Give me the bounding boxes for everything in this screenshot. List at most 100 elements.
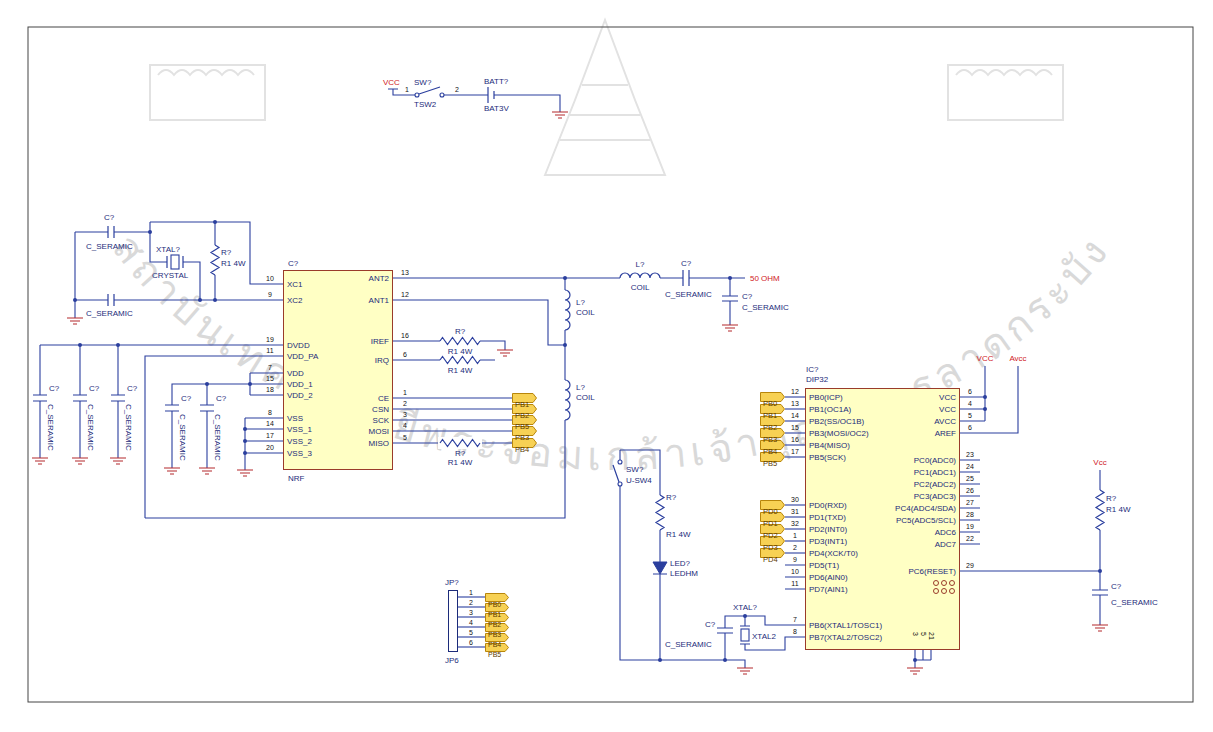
pin-number: 17 bbox=[266, 432, 274, 440]
pin-name: PD5(T1) bbox=[809, 561, 839, 570]
wire-connector bbox=[458, 616, 485, 617]
pin-number: 11 bbox=[791, 580, 798, 588]
switch-contact bbox=[618, 460, 622, 464]
part-label: LED? bbox=[670, 559, 690, 568]
part-label: R1 4W bbox=[1106, 505, 1130, 514]
power-label: Vcc bbox=[1093, 458, 1106, 467]
junction-dot bbox=[213, 220, 217, 224]
part-label: BATT? bbox=[484, 77, 508, 86]
junction-dot bbox=[78, 343, 82, 347]
power-label: Avcc bbox=[1009, 354, 1026, 363]
net-label-outline bbox=[486, 613, 509, 621]
part-label: L? bbox=[576, 383, 585, 392]
seal-figure bbox=[150, 20, 1063, 175]
pin-header: JP?JP6 bbox=[448, 590, 458, 652]
part-label: C_SERAMIC bbox=[665, 640, 712, 649]
junction-dot bbox=[148, 230, 152, 234]
pin-name: CSN bbox=[372, 405, 389, 414]
pin-number: 1 bbox=[793, 532, 797, 540]
junction-dot bbox=[728, 276, 732, 280]
part-label: C? bbox=[216, 394, 226, 403]
wire-connector bbox=[785, 528, 805, 529]
pin-number: 2 bbox=[793, 544, 797, 552]
pin-number: 20 bbox=[266, 444, 274, 452]
part-label: C_SERAMIC bbox=[1111, 598, 1158, 607]
pin-mark bbox=[942, 589, 947, 594]
part-label: C? bbox=[181, 394, 191, 403]
net-name: PB5 bbox=[485, 650, 501, 659]
pin-number: 11 bbox=[266, 347, 273, 355]
junction-dot bbox=[116, 343, 120, 347]
net-name: PB1 bbox=[512, 400, 529, 410]
net-name: PB1 bbox=[760, 411, 777, 421]
crystal-symbol bbox=[741, 629, 749, 641]
net-name: PB2 bbox=[760, 423, 777, 433]
pin-number: 30 bbox=[791, 496, 799, 504]
chip-fill bbox=[805, 388, 960, 650]
part-label: R? bbox=[455, 449, 465, 458]
pin-number: 10 bbox=[791, 568, 799, 576]
pin-number: 5 bbox=[403, 434, 407, 442]
impedance-label: 50 OHM bbox=[750, 274, 780, 283]
transceiver-chip: C?NRFXC1XC2DVDDVDD_PAVDDVDD_1VDD_2VSSVSS… bbox=[283, 270, 393, 470]
pin-name: VDD_1 bbox=[287, 380, 313, 389]
pin-number: 8 bbox=[793, 628, 797, 636]
part-label: NRF bbox=[288, 474, 304, 483]
pin-name: VSS bbox=[287, 414, 303, 423]
part-label: R? bbox=[666, 493, 676, 502]
wire-connector bbox=[458, 636, 485, 637]
net-name: PB5 bbox=[512, 422, 529, 432]
pin-number: 24 bbox=[966, 463, 974, 471]
part-label: C_SERAMIC bbox=[742, 303, 789, 312]
junction-dot bbox=[743, 614, 747, 618]
wire-connector bbox=[785, 540, 805, 541]
part-label: R1 4W bbox=[448, 366, 472, 375]
pin-number: 17 bbox=[791, 448, 799, 456]
junction-dot bbox=[983, 395, 987, 399]
part-label: XTAL? bbox=[156, 245, 180, 254]
part-label: IC? bbox=[806, 365, 818, 374]
pin-name: ADC6 bbox=[935, 528, 956, 537]
net-name: PB4 bbox=[512, 445, 529, 455]
pin-name: PD2(INT0) bbox=[809, 525, 847, 534]
junction-dot bbox=[563, 276, 567, 280]
part-label: U-SW4 bbox=[626, 476, 652, 485]
pin-name: VCC bbox=[939, 405, 956, 414]
net-name: PB4 bbox=[760, 447, 777, 457]
pin-number: 6 bbox=[968, 388, 972, 396]
pin-name: VSS_2 bbox=[287, 437, 312, 446]
pin-number: 15 bbox=[791, 424, 799, 432]
junction-dot bbox=[723, 658, 727, 662]
part-label: L? bbox=[636, 260, 645, 269]
part-label: LEDHM bbox=[670, 569, 698, 578]
wire-connector bbox=[785, 432, 805, 433]
pin-name: PB4(MISO) bbox=[809, 441, 850, 450]
pin-number: 9 bbox=[793, 556, 797, 564]
pin-number: 28 bbox=[966, 511, 974, 519]
net-label: PB1 bbox=[512, 393, 537, 403]
net-name: PB4 bbox=[485, 640, 501, 649]
pin-number: 6 bbox=[968, 424, 972, 432]
wire-connector bbox=[785, 504, 805, 505]
crystal-symbol bbox=[171, 255, 179, 269]
part-label: C_SERAMIC bbox=[86, 242, 133, 251]
junction-dot bbox=[563, 343, 567, 347]
net-name: PB0 bbox=[485, 600, 501, 609]
net-label-outline bbox=[486, 633, 509, 641]
net-name: PB3 bbox=[512, 433, 529, 443]
switch-contact bbox=[415, 93, 419, 97]
pin-number: 2 bbox=[455, 86, 459, 94]
pin-name: SCK bbox=[373, 416, 389, 425]
pin-number: 2 bbox=[469, 599, 473, 607]
pin-name: VSS_1 bbox=[287, 425, 312, 434]
pin-name: PB3(MOSI/OC2) bbox=[809, 429, 869, 438]
part-label: C_SERAMIC bbox=[665, 290, 712, 299]
pin-number: 4 bbox=[469, 619, 473, 627]
wire-connector bbox=[393, 430, 512, 431]
switch-contacts bbox=[415, 93, 622, 486]
part-label: C? bbox=[104, 213, 114, 222]
wire-connector bbox=[785, 552, 805, 553]
part-label: C? bbox=[288, 259, 298, 268]
net-name: PB2 bbox=[512, 411, 529, 421]
